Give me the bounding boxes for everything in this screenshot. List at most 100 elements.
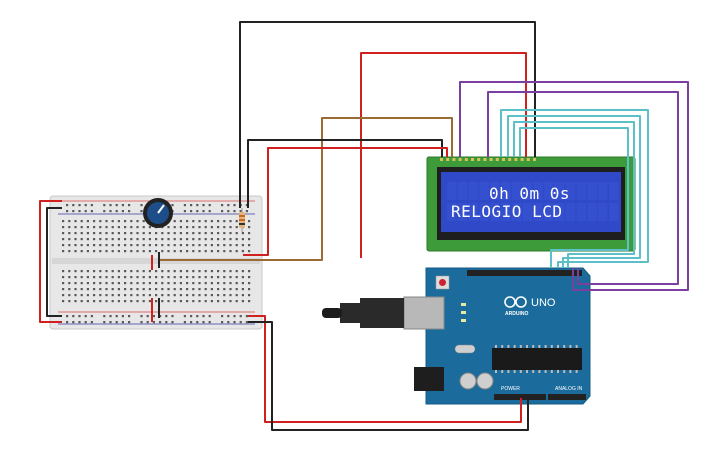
- breadboard-hole[interactable]: [148, 232, 151, 235]
- rail-hole[interactable]: [121, 210, 124, 213]
- breadboard-hole[interactable]: [223, 294, 226, 297]
- rail-hole[interactable]: [233, 204, 236, 207]
- rail-hole[interactable]: [159, 315, 162, 318]
- breadboard-hole[interactable]: [204, 288, 207, 291]
- breadboard-hole[interactable]: [210, 276, 213, 279]
- breadboard-hole[interactable]: [117, 282, 120, 285]
- breadboard-hole[interactable]: [186, 294, 189, 297]
- breadboard-hole[interactable]: [235, 270, 238, 273]
- lcd-pin[interactable]: [477, 158, 481, 161]
- breadboard-hole[interactable]: [62, 294, 65, 297]
- breadboard-hole[interactable]: [93, 250, 96, 253]
- breadboard-hole[interactable]: [111, 232, 114, 235]
- breadboard-hole[interactable]: [217, 276, 220, 279]
- breadboard-hole[interactable]: [142, 250, 145, 253]
- breadboard-hole[interactable]: [179, 232, 182, 235]
- breadboard-hole[interactable]: [130, 244, 133, 247]
- lcd-pin[interactable]: [452, 158, 456, 161]
- breadboard-hole[interactable]: [210, 300, 213, 303]
- breadboard-hole[interactable]: [130, 294, 133, 297]
- breadboard-hole[interactable]: [62, 282, 65, 285]
- rail-hole[interactable]: [115, 321, 118, 324]
- breadboard-hole[interactable]: [80, 282, 83, 285]
- breadboard-hole[interactable]: [155, 244, 158, 247]
- breadboard-hole[interactable]: [142, 276, 145, 279]
- rail-hole[interactable]: [84, 315, 87, 318]
- breadboard-hole[interactable]: [99, 282, 102, 285]
- rail-hole[interactable]: [146, 315, 149, 318]
- breadboard-hole[interactable]: [99, 244, 102, 247]
- breadboard-hole[interactable]: [68, 270, 71, 273]
- breadboard-hole[interactable]: [99, 294, 102, 297]
- breadboard-hole[interactable]: [223, 220, 226, 223]
- breadboard-hole[interactable]: [130, 288, 133, 291]
- breadboard-hole[interactable]: [235, 250, 238, 253]
- rail-hole[interactable]: [103, 321, 106, 324]
- breadboard-hole[interactable]: [86, 294, 89, 297]
- rail-hole[interactable]: [171, 315, 174, 318]
- rail-hole[interactable]: [227, 321, 230, 324]
- breadboard-hole[interactable]: [155, 250, 158, 253]
- breadboard-hole[interactable]: [186, 244, 189, 247]
- breadboard-hole[interactable]: [68, 226, 71, 229]
- breadboard-hole[interactable]: [148, 238, 151, 241]
- breadboard-hole[interactable]: [80, 244, 83, 247]
- breadboard-hole[interactable]: [124, 220, 127, 223]
- breadboard-hole[interactable]: [210, 232, 213, 235]
- breadboard-hole[interactable]: [93, 220, 96, 223]
- breadboard-hole[interactable]: [148, 244, 151, 247]
- breadboard-hole[interactable]: [167, 288, 170, 291]
- breadboard-hole[interactable]: [68, 300, 71, 303]
- rail-hole[interactable]: [128, 204, 131, 207]
- breadboard-hole[interactable]: [111, 276, 114, 279]
- breadboard-hole[interactable]: [99, 250, 102, 253]
- breadboard-hole[interactable]: [161, 238, 164, 241]
- rail-hole[interactable]: [66, 210, 69, 213]
- breadboard-hole[interactable]: [86, 220, 89, 223]
- breadboard-hole[interactable]: [167, 250, 170, 253]
- lcd-module[interactable]: 0h 0m 0s RELOGIO LCD: [426, 156, 636, 252]
- rail-hole[interactable]: [109, 210, 112, 213]
- lcd-pin[interactable]: [533, 158, 536, 161]
- rail-hole[interactable]: [140, 321, 143, 324]
- breadboard-hole[interactable]: [229, 270, 232, 273]
- rail-hole[interactable]: [208, 210, 211, 213]
- rail-hole[interactable]: [233, 210, 236, 213]
- breadboard-hole[interactable]: [192, 250, 195, 253]
- rail-hole[interactable]: [78, 210, 81, 213]
- lcd-pin[interactable]: [495, 158, 499, 161]
- breadboard-hole[interactable]: [217, 300, 220, 303]
- breadboard-hole[interactable]: [93, 294, 96, 297]
- rail-hole[interactable]: [140, 210, 143, 213]
- rail-hole[interactable]: [66, 321, 69, 324]
- breadboard-hole[interactable]: [117, 294, 120, 297]
- breadboard-hole[interactable]: [198, 244, 201, 247]
- lcd-pin[interactable]: [458, 158, 462, 161]
- rail-hole[interactable]: [128, 315, 131, 318]
- breadboard-hole[interactable]: [105, 282, 108, 285]
- breadboard-hole[interactable]: [86, 276, 89, 279]
- rail-hole[interactable]: [171, 321, 174, 324]
- rail-hole[interactable]: [90, 204, 93, 207]
- breadboard-hole[interactable]: [136, 232, 139, 235]
- breadboard-hole[interactable]: [173, 220, 176, 223]
- breadboard-hole[interactable]: [223, 282, 226, 285]
- breadboard-hole[interactable]: [74, 300, 77, 303]
- rail-hole[interactable]: [84, 321, 87, 324]
- breadboard-hole[interactable]: [117, 270, 120, 273]
- rail-hole[interactable]: [245, 204, 248, 207]
- breadboard-hole[interactable]: [111, 300, 114, 303]
- rail-hole[interactable]: [140, 204, 143, 207]
- breadboard-hole[interactable]: [186, 288, 189, 291]
- breadboard-hole[interactable]: [179, 276, 182, 279]
- breadboard-hole[interactable]: [229, 288, 232, 291]
- breadboard-hole[interactable]: [86, 238, 89, 241]
- breadboard-hole[interactable]: [68, 220, 71, 223]
- breadboard-hole[interactable]: [229, 276, 232, 279]
- wire-black-gnd[interactable]: [248, 321, 529, 431]
- breadboard-hole[interactable]: [68, 282, 71, 285]
- breadboard-hole[interactable]: [229, 244, 232, 247]
- breadboard-hole[interactable]: [217, 226, 220, 229]
- breadboard-hole[interactable]: [204, 226, 207, 229]
- breadboard-hole[interactable]: [241, 250, 244, 253]
